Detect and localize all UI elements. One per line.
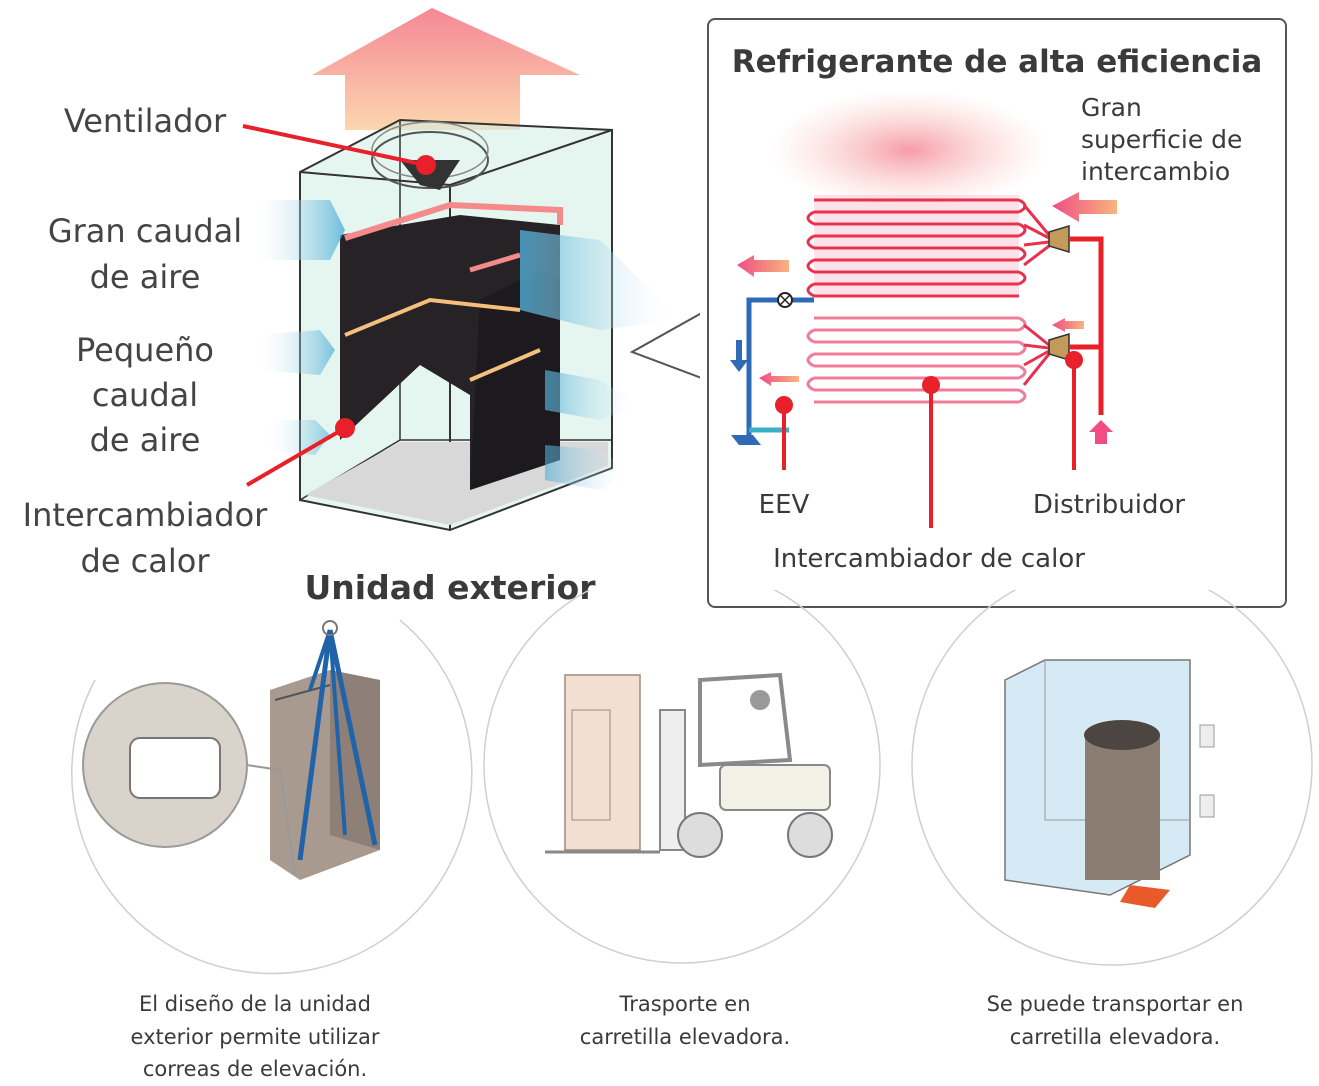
fan xyxy=(371,131,489,189)
fan-label: Ventilador xyxy=(63,102,227,140)
refrigerant-panel: Refrigerante de alta eficiencia Gran sup… xyxy=(707,18,1287,608)
refrigerant-diagram xyxy=(730,90,1117,528)
lower-coil xyxy=(806,316,1027,404)
lifting-straps-illustration xyxy=(71,619,473,975)
enclosure-illustration xyxy=(911,590,1313,966)
refrigerant-panel-title: Refrigerante de alta eficiencia xyxy=(731,44,1263,80)
eev-label: EEV xyxy=(758,490,810,520)
distributor-label: Distribuidor xyxy=(1032,490,1186,520)
feature-circles xyxy=(71,590,1313,975)
heat-exchanger-panel-label: Intercambiador de calor xyxy=(773,544,1085,574)
hot-air-arrow xyxy=(312,8,580,130)
heat-exchanger-label: Intercambiador de calor xyxy=(22,496,268,580)
upper-coil xyxy=(806,195,1027,298)
feature-caption-2: Trasporte en carretilla elevadora. xyxy=(579,992,791,1049)
large-airflow-label: Gran caudal de aire xyxy=(47,212,243,296)
small-airflow-label: Pequeño caudal de aire xyxy=(76,331,214,459)
distributor-upper xyxy=(1048,224,1070,254)
outdoor-unit-diagram xyxy=(242,8,700,532)
forklift-illustration xyxy=(483,590,881,964)
feature-caption-1: El diseño de la unidad exterior permite … xyxy=(130,992,380,1082)
feature-caption-3: Se puede transportar en carretilla eleva… xyxy=(986,992,1244,1049)
outdoor-unit-title: Unidad exterior xyxy=(304,568,596,607)
large-surface-label: Gran superficie de intercambio xyxy=(1081,93,1243,186)
